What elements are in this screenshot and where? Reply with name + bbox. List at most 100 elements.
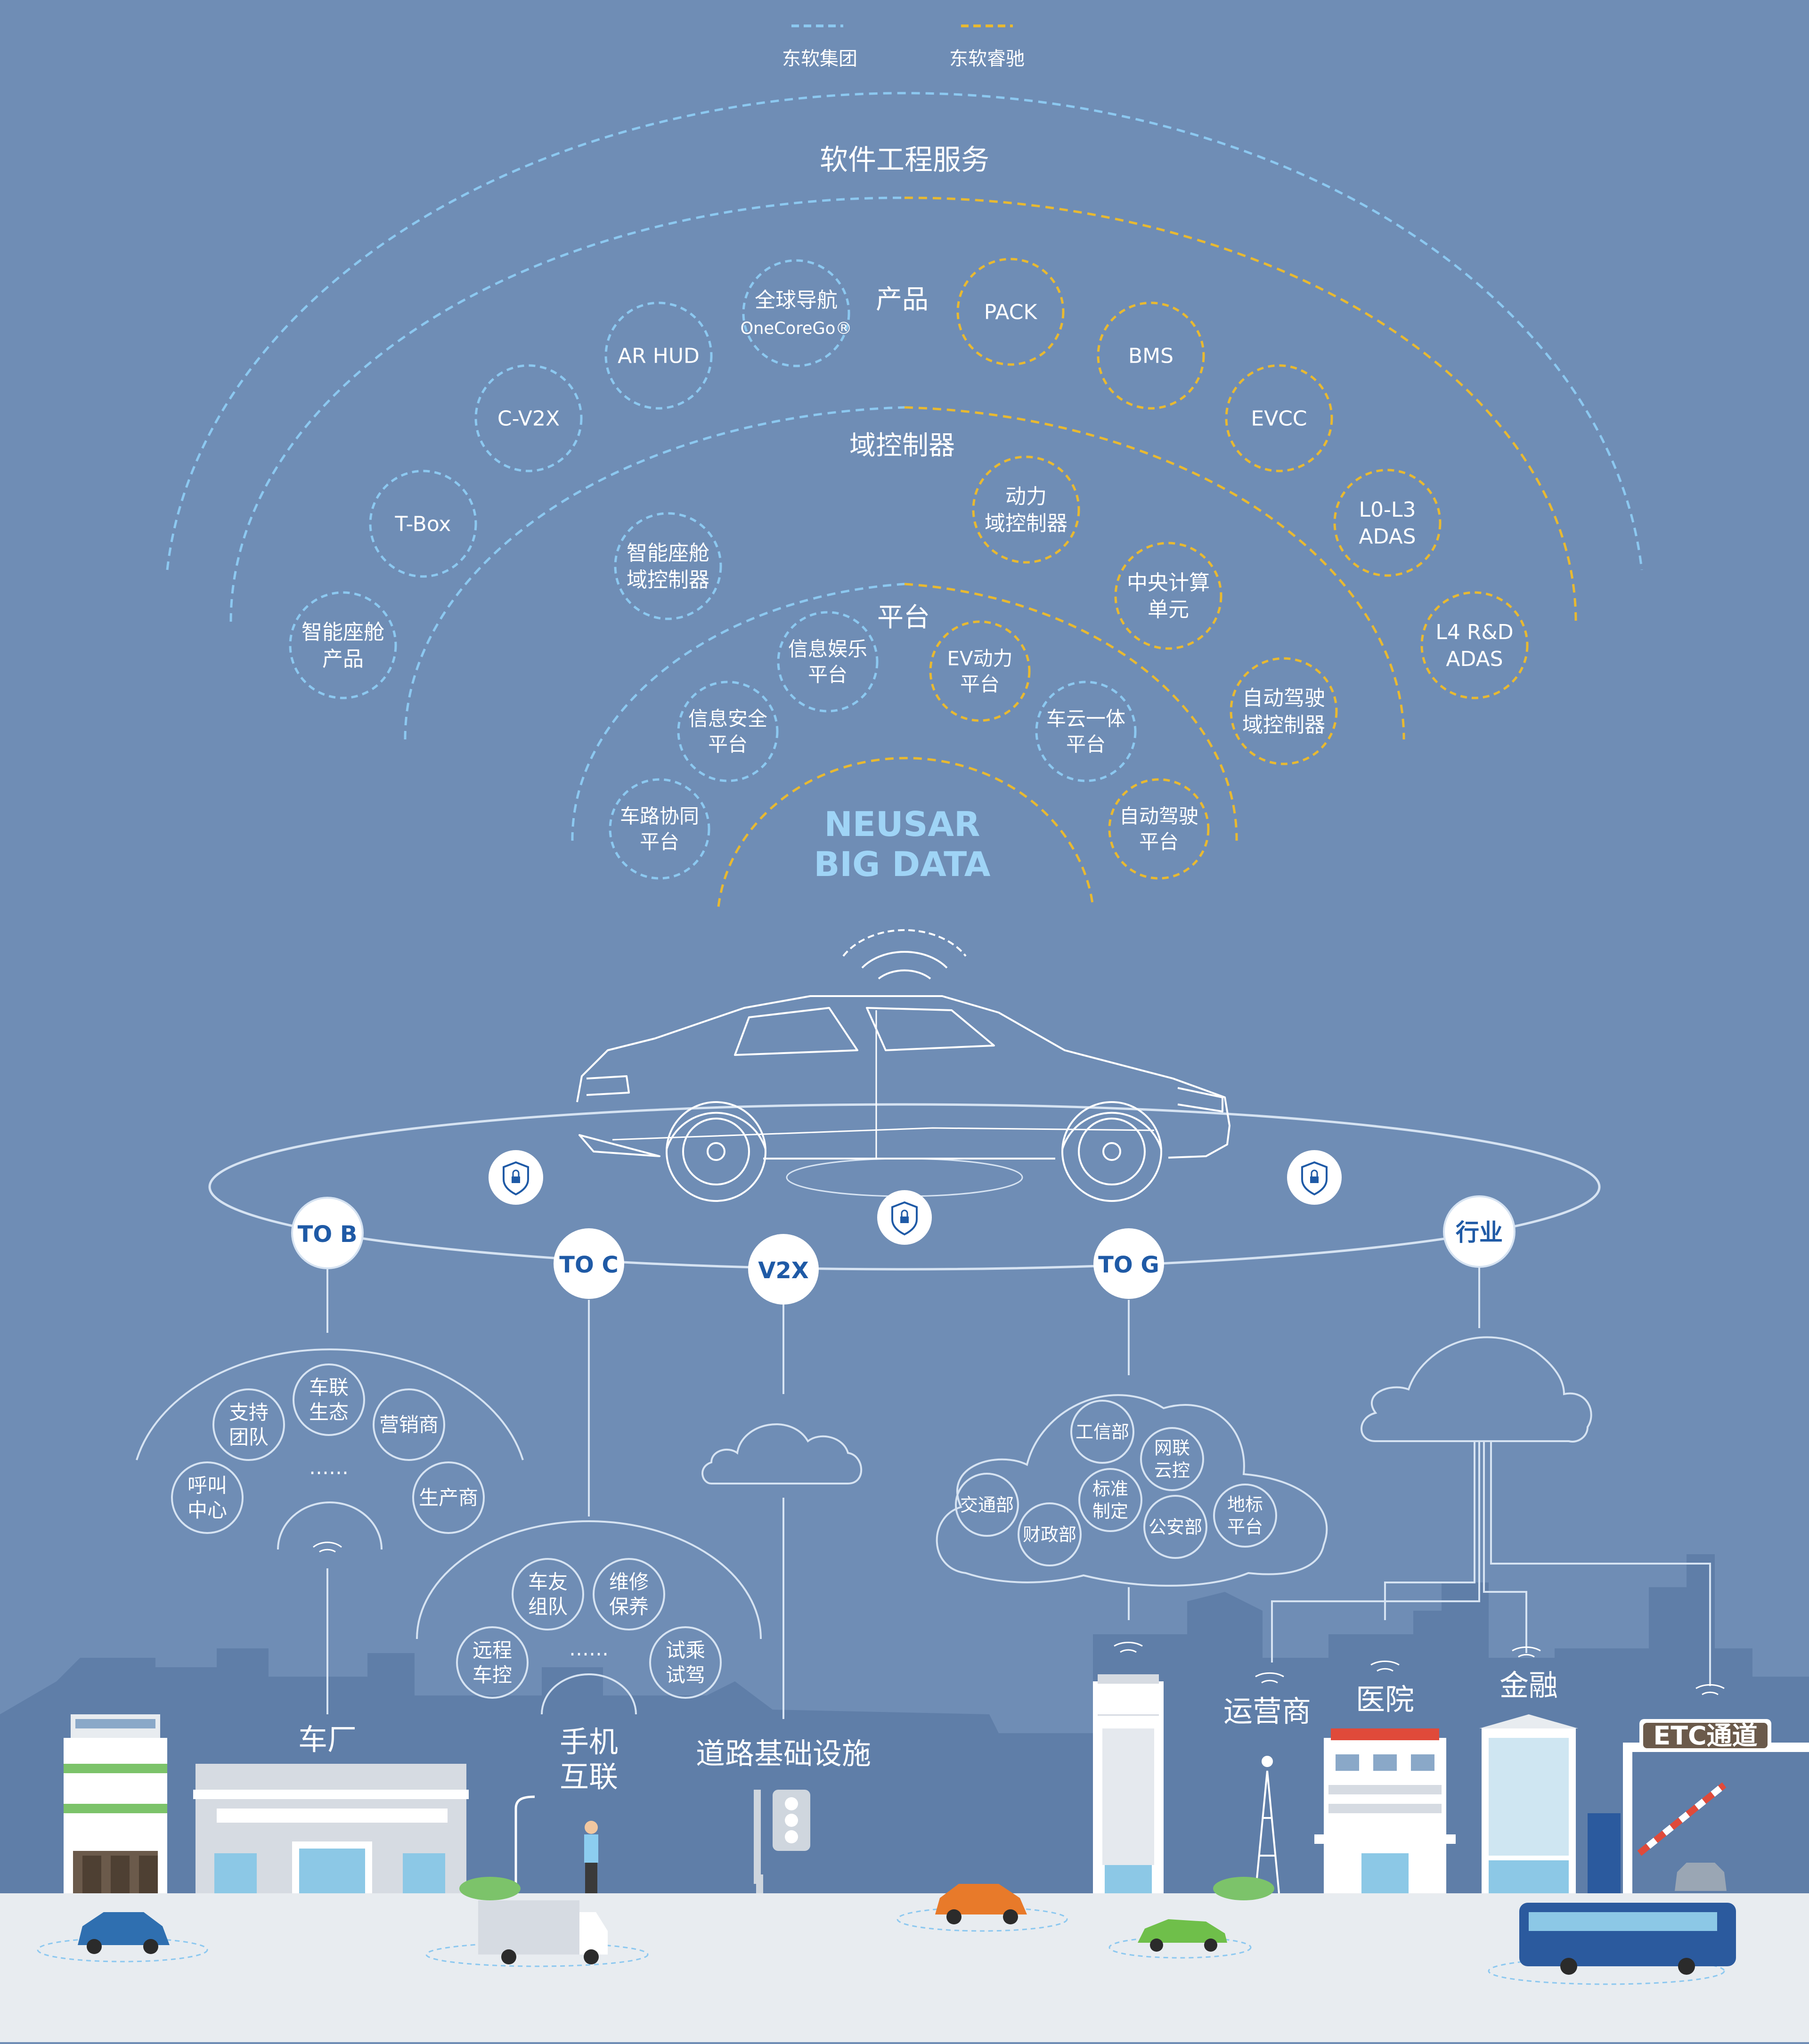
label-operator: 运营商 (1223, 1694, 1311, 1728)
to-g-cloud-icon (936, 1394, 1328, 1587)
to-g-item-label: 标准 (1092, 1479, 1128, 1500)
to-g-item-label: 工信部 (1076, 1421, 1129, 1442)
product-circle-label: 智能座舱 (302, 620, 384, 644)
wifi-signal-icon (1114, 1641, 1143, 1653)
arc-platform-right (904, 583, 1238, 841)
platform-circle-label: 车云一体 (1046, 707, 1125, 730)
to-b-item-label: 生产商 (419, 1486, 478, 1509)
to-g-item-3: 交通部 (955, 1473, 1019, 1537)
to-b-cluster (136, 1348, 524, 1550)
platform-circle-label: 平台 (1066, 733, 1106, 756)
arc-platform-left (571, 583, 905, 841)
bush-icon (459, 1877, 1274, 1900)
platform-circle-label: 平台 (1139, 830, 1179, 853)
to-b-items: 支持团队车联生态营销商呼叫中心生产商…… (171, 1363, 485, 1534)
platform-circle-label: 平台 (708, 733, 748, 756)
shield-lock-icon (877, 1190, 932, 1245)
legend: 东软集团 东软睿驰 (782, 24, 1025, 70)
to-c-items: 车友组队维修保养远程车控试乘试驾…… (456, 1558, 722, 1699)
hub-to-b-label: TO B (298, 1221, 358, 1248)
product-circle-label: C-V2X (497, 406, 560, 430)
product-circle-label: BMS (1128, 344, 1173, 368)
controller-circle-label: 中央计算 (1127, 571, 1210, 595)
hub-to-c: TO C (554, 1228, 624, 1299)
hub-connectors (326, 1267, 1711, 1719)
product-circle-3: C-V2X (474, 364, 583, 472)
product-circle-5: 全球导航 OneCoreGo® (740, 259, 852, 367)
to-c-item-5: …… (569, 1637, 609, 1660)
to-c-item-label: 试驾 (666, 1663, 705, 1687)
platform-circle-label: 自动驾驶 (1119, 804, 1198, 827)
hub-industry: 行业 (1443, 1195, 1516, 1268)
arc-controller-left (404, 406, 905, 740)
product-circle-label: OneCoreGo® (740, 319, 852, 338)
to-c-arc (416, 1520, 762, 1639)
label-etc: ETC通道 (1653, 1721, 1757, 1751)
to-c-item-label: 车友 (528, 1570, 568, 1593)
hub-to-g-label: TO G (1098, 1252, 1159, 1278)
product-circle-label: L0-L3 (1359, 498, 1416, 522)
product-circle-label: 全球导航 (755, 288, 838, 312)
telecom-tower-icon (1255, 1756, 1280, 1894)
label-phone-connect: 手机互联 (560, 1725, 618, 1794)
to-c-item-label: 远程 (473, 1638, 512, 1662)
hub-to-c-label: TO C (559, 1252, 618, 1278)
green-car-icon (1108, 1919, 1252, 1959)
label-neusar: NEUSAR (824, 804, 980, 844)
to-b-item-label: 团队 (229, 1426, 269, 1449)
product-circle-6: PACK (956, 258, 1065, 366)
controller-circle-label: 域控制器 (627, 568, 709, 592)
ground (0, 1893, 1809, 2042)
hub-to-b: TO B (291, 1197, 364, 1269)
to-g-item-label: 交通部 (960, 1494, 1014, 1515)
label-software-service: 软件工程服务 (820, 144, 989, 177)
wifi-signal-icon (1695, 1684, 1725, 1695)
hub-badges: TO B TO C V2X TO G 行业 (291, 1195, 1516, 1305)
security-shields (489, 1150, 1342, 1245)
to-g-item-label: 云控 (1154, 1460, 1190, 1481)
to-b-item-label: 生态 (309, 1401, 349, 1424)
label-products: 产品 (876, 284, 929, 315)
truck-icon (425, 1900, 649, 1967)
platform-circle-label: 平台 (960, 673, 1000, 696)
to-b-item-label: 中心 (187, 1499, 227, 1522)
hub-v2x: V2X (748, 1234, 819, 1305)
finance-building-icon (1479, 1714, 1578, 1893)
to-c-inner-arc (541, 1673, 637, 1715)
street-lamp-icon (514, 1795, 535, 1893)
etc-gantry-icon (1588, 1719, 1809, 1893)
vehicles (37, 1863, 1736, 1985)
shield-lock-icon (1287, 1150, 1342, 1205)
arc-products-left (229, 196, 905, 622)
controller-circle-label: 动力 (1005, 485, 1047, 509)
hub-to-g: TO G (1093, 1228, 1164, 1299)
arc-controller-right (904, 406, 1405, 740)
orange-car-icon (896, 1884, 1068, 1932)
product-circle-label: EVCC (1251, 406, 1307, 430)
label-domain-controller: 域控制器 (849, 430, 955, 461)
product-circle-label: PACK (984, 300, 1038, 324)
product-circle-2: T-Box (369, 470, 477, 578)
wifi-signal-icon (313, 1541, 342, 1553)
to-b-item-label: 支持 (229, 1401, 269, 1424)
legend-group-label: 东软集团 (782, 48, 857, 70)
to-c-cluster (416, 1520, 762, 1715)
label-finance: 金融 (1499, 1668, 1558, 1703)
arc-labels: 软件工程服务 产品 域控制器 平台 NEUSAR BIG DATA (814, 144, 991, 884)
to-g-item-label: 平台 (1227, 1517, 1263, 1537)
product-circle-label: AR HUD (618, 344, 700, 368)
to-b-item-label: 呼叫 (187, 1474, 227, 1497)
wifi-signal-icon (1255, 1672, 1284, 1684)
to-b-item-5: 生产商 (412, 1461, 485, 1534)
